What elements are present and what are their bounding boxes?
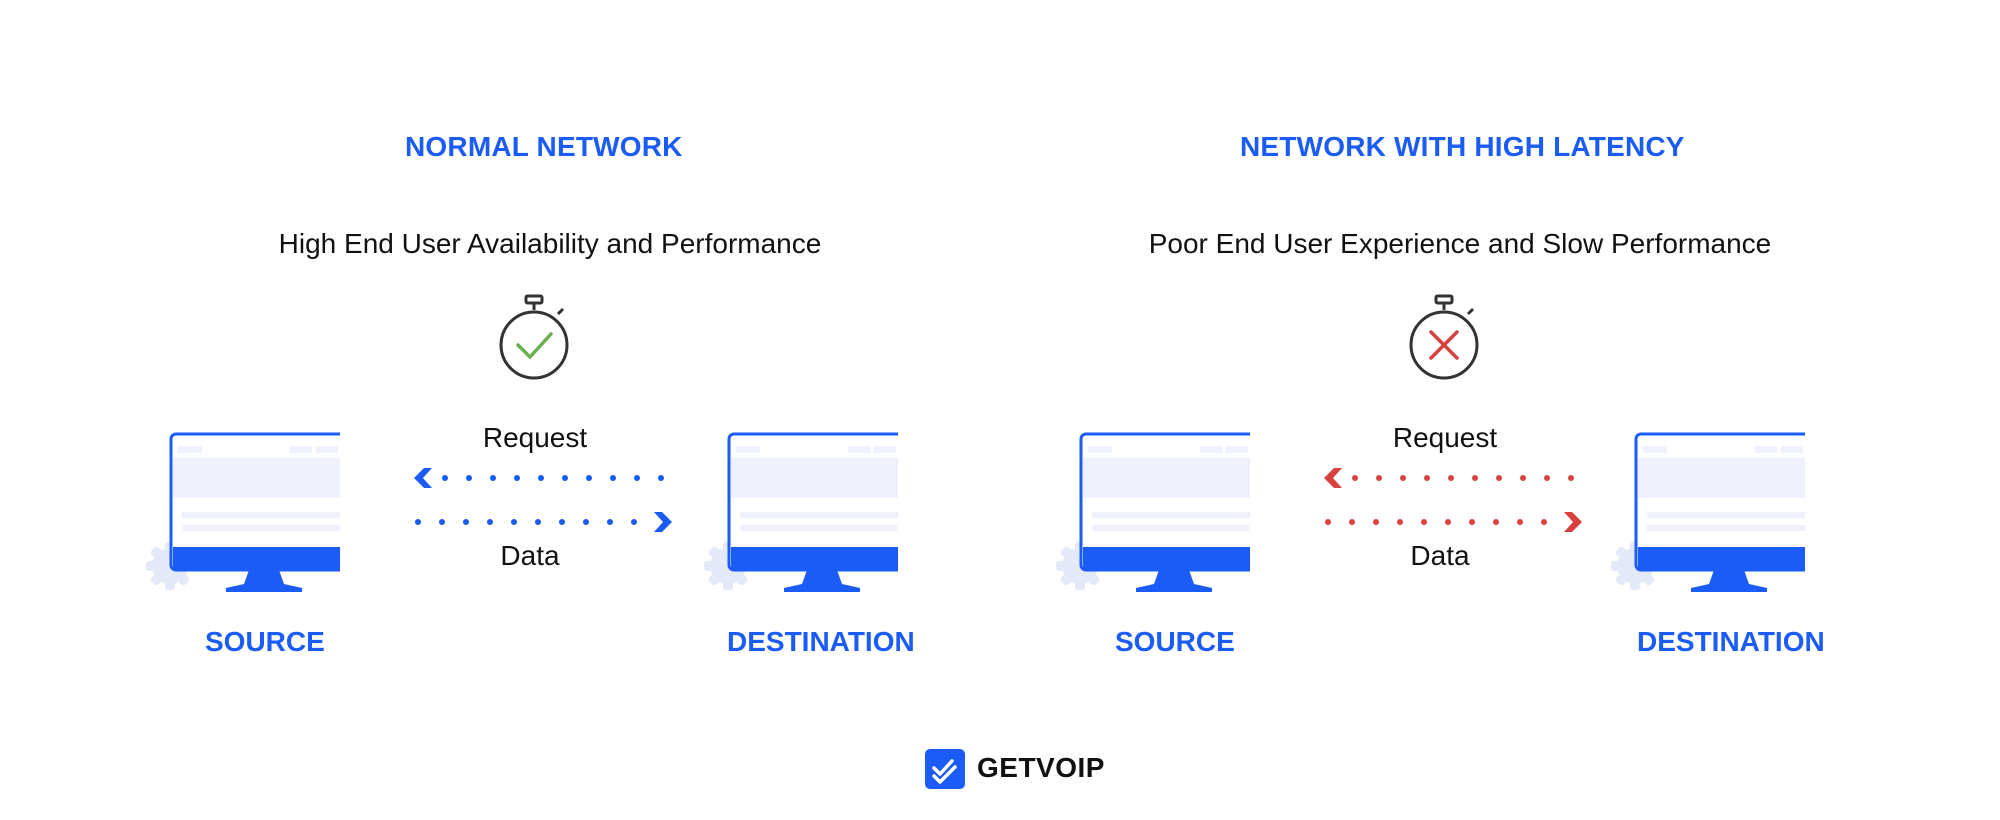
data-label: Data — [500, 540, 560, 571]
request-data-arrows — [1324, 468, 1582, 532]
stopwatch-x-icon — [1409, 294, 1479, 380]
request-data-arrows — [414, 468, 672, 532]
source-label: SOURCE — [1115, 626, 1235, 657]
panel-subtitle: Poor End User Experience and Slow Perfor… — [1148, 228, 1772, 259]
request-label: Request — [482, 422, 588, 453]
x-icon — [1429, 330, 1459, 360]
double-check-icon — [925, 749, 965, 789]
destination-computer-icon — [704, 432, 898, 592]
source-label: SOURCE — [205, 626, 325, 657]
arrow-right-icon — [654, 512, 672, 532]
panel-subtitle: High End User Availability and Performan… — [278, 228, 822, 259]
destination-computer-icon — [1611, 432, 1805, 592]
logo-text: GETVOIP — [977, 752, 1105, 783]
destination-label: DESTINATION — [727, 626, 915, 657]
high-latency-panel: NETWORK WITH HIGH LATENCY Poor End User … — [910, 0, 1910, 720]
data-label: Data — [1410, 540, 1470, 571]
panel-title: NORMAL NETWORK — [405, 131, 683, 162]
normal-network-panel: NORMAL NETWORK High End User Availabilit… — [0, 0, 1000, 720]
check-icon — [516, 332, 553, 359]
arrow-left-icon — [414, 468, 432, 488]
source-computer-icon — [146, 432, 340, 592]
destination-label: DESTINATION — [1637, 626, 1825, 657]
arrow-right-icon — [1564, 512, 1582, 532]
source-computer-icon — [1056, 432, 1250, 592]
arrow-left-icon — [1324, 468, 1342, 488]
stopwatch-check-icon — [499, 294, 569, 380]
request-label: Request — [1392, 422, 1498, 453]
getvoip-logo: GETVOIP — [925, 749, 1105, 791]
panel-title: NETWORK WITH HIGH LATENCY — [1240, 131, 1685, 162]
